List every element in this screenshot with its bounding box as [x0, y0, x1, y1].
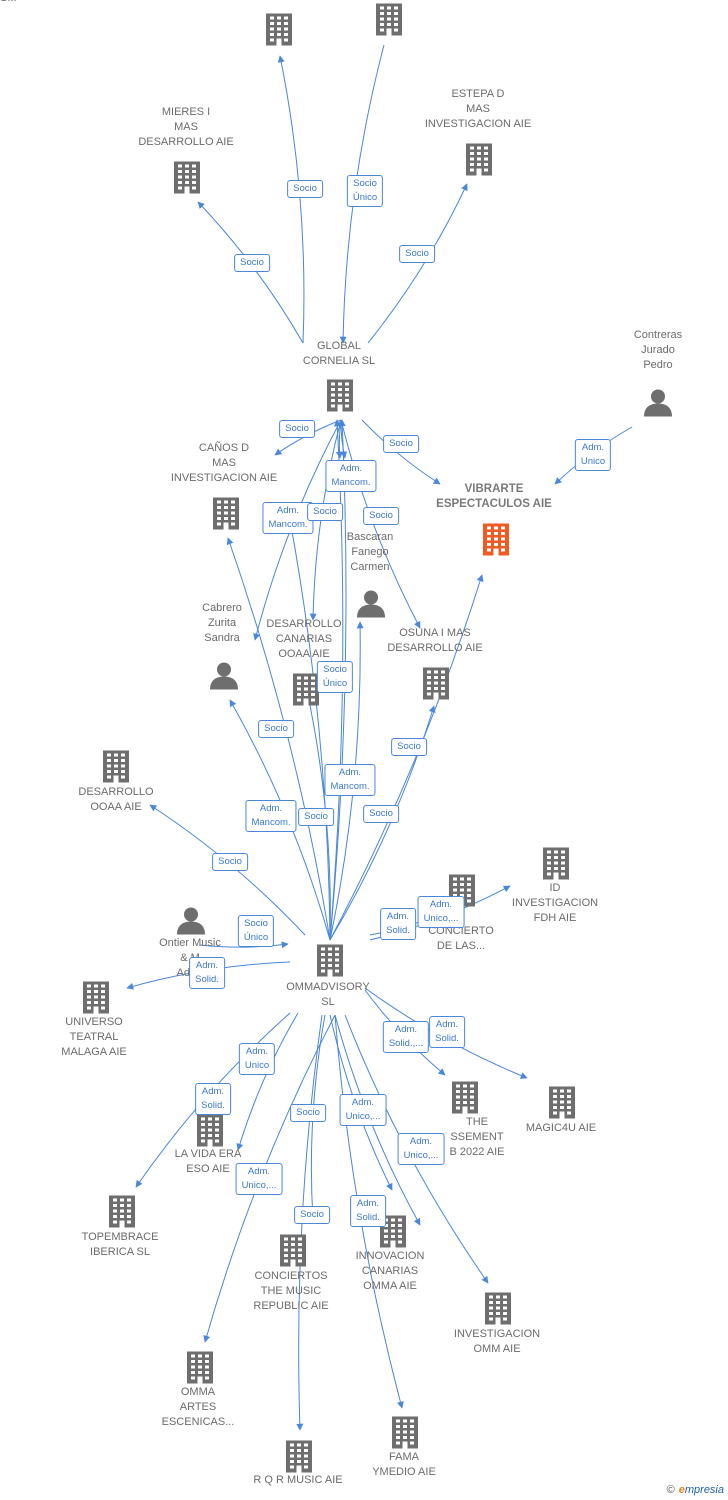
building-icon[interactable]	[316, 944, 344, 983]
relation-label[interactable]: Adm. Solid.	[195, 1083, 231, 1115]
building-icon[interactable]	[484, 1292, 512, 1331]
building-icon[interactable]	[102, 750, 130, 789]
building-icon[interactable]	[326, 379, 354, 418]
relation-label[interactable]: Socio	[307, 503, 343, 521]
relation-label[interactable]: Socio	[298, 808, 334, 826]
relation-edge	[361, 419, 441, 485]
node-label[interactable]: VIBRARTE ESPECTACULOS AIE	[436, 483, 552, 510]
relation-edge	[287, 519, 331, 941]
building-icon[interactable]	[279, 1234, 307, 1273]
building-icon[interactable]	[465, 143, 493, 182]
relation-label[interactable]: Socio	[383, 435, 419, 453]
relation-label[interactable]: Socio Único	[316, 661, 354, 693]
relation-label[interactable]: Socio Único	[346, 175, 384, 207]
node-label[interactable]: UNIVERSO TEATRAL MALAGA AIE	[61, 1016, 127, 1058]
relation-label[interactable]: Adm. Solid.,...	[382, 1021, 430, 1053]
relation-label[interactable]: Adm. Mancom.	[262, 502, 314, 534]
node-label[interactable]: ESTEPA D MAS INVESTIGACION AIE	[424, 88, 532, 130]
relation-label[interactable]: Socio	[294, 1206, 330, 1224]
relation-label[interactable]: Adm. Unico	[238, 1043, 276, 1075]
relation-label[interactable]: Socio	[363, 805, 399, 823]
relation-label[interactable]: Adm. Solid.	[189, 957, 225, 989]
brand-logo-text: mpresia	[684, 1484, 724, 1496]
node-label[interactable]: Bascaran Fanego Carmen	[346, 531, 394, 573]
node-label[interactable]: INVESTIGACION OMM AIE	[453, 1328, 541, 1355]
relation-label[interactable]: Socio	[363, 507, 399, 525]
building-icon[interactable]	[422, 667, 450, 706]
node-label[interactable]: INNOVACION CANARIAS OMMA AIE	[355, 1250, 425, 1292]
relation-label[interactable]: Adm. Unico,...	[339, 1094, 387, 1126]
relation-label[interactable]: Socio	[234, 254, 270, 272]
relation-edge	[199, 941, 289, 949]
building-icon[interactable]	[292, 673, 320, 712]
node-label[interactable]: FAMA YMEDIO AIE	[372, 1451, 436, 1478]
node-label[interactable]: CAÑOS D MAS INVESTIGACION AIE	[170, 442, 278, 484]
relation-edge	[329, 574, 484, 941]
relation-edge	[236, 1012, 299, 1151]
relation-edge	[197, 201, 304, 344]
building-icon[interactable]	[196, 1114, 224, 1153]
copyright-icon: ©	[666, 1484, 675, 1496]
node-label[interactable]: OMMA ARTES ESCENICAS...	[161, 1386, 235, 1428]
building-icon[interactable]	[548, 1086, 576, 1125]
building-icon[interactable]	[391, 1416, 419, 1455]
relation-label[interactable]: Socio	[279, 420, 315, 438]
node-label[interactable]: DESARROLLO CANARIAS OOAA AIE	[266, 618, 342, 660]
building-icon[interactable]	[451, 1081, 479, 1120]
building-icon[interactable]	[82, 981, 110, 1020]
node-label[interactable]: CONCIERTO DE LAS...	[428, 925, 494, 952]
node-label[interactable]: GLOBAL CORNELIA SL	[302, 340, 376, 367]
relation-label[interactable]: Adm. Unico	[574, 439, 612, 471]
node-label[interactable]: R Q R MUSIC AIE	[253, 1474, 343, 1486]
person-icon[interactable]	[209, 662, 239, 695]
building-icon[interactable]	[108, 1195, 136, 1234]
node-label[interactable]: THE SSEMENT B 2022 AIE	[449, 1116, 505, 1158]
node-label[interactable]: CONCIERTOS THE MUSIC REPUBLIC AIE	[253, 1270, 329, 1312]
node-label[interactable]: OSUNA I MAS DESARROLLO AIE	[387, 627, 483, 654]
relation-label[interactable]: Adm. Solid.	[380, 908, 416, 940]
relation-edge	[226, 537, 331, 941]
building-icon[interactable]	[285, 1440, 313, 1479]
node-label[interactable]: MAGIC4U AIE	[525, 1122, 597, 1134]
node-label[interactable]: Contreras Jurado Pedro	[633, 329, 683, 371]
node-label[interactable]: DESARROLLO OOAA AIE	[78, 786, 154, 813]
building-icon[interactable]	[375, 3, 403, 42]
relation-label[interactable]: Socio Único	[237, 915, 275, 947]
relation-label[interactable]: Socio	[290, 1104, 326, 1122]
person-icon[interactable]	[643, 389, 673, 422]
building-icon[interactable]	[265, 13, 293, 52]
relation-label[interactable]: Socio	[391, 738, 427, 756]
node-label[interactable]: LA VIDA ERA ESO AIE	[174, 1148, 242, 1175]
node-label[interactable]: MIERES I MAS DESARROLLO AIE	[138, 106, 234, 148]
building-icon[interactable]	[542, 847, 570, 886]
building-icon[interactable]	[186, 1351, 214, 1390]
relation-label[interactable]: Adm. Solid.	[429, 1016, 465, 1048]
relation-label[interactable]: Socio	[399, 245, 435, 263]
relation-label[interactable]: Adm. Mancom.	[245, 800, 297, 832]
relation-label[interactable]: Socio	[287, 180, 323, 198]
relation-edge	[340, 419, 421, 629]
relation-label[interactable]: Adm. Mancom.	[325, 460, 377, 492]
relation-edge	[367, 183, 468, 344]
person-icon[interactable]	[176, 907, 206, 940]
relation-label[interactable]: Socio	[258, 720, 294, 738]
relation-label[interactable]: Adm. Unico,...	[417, 896, 465, 928]
node-label[interactable]: MAS...	[0, 0, 17, 6]
building-icon[interactable]	[173, 161, 201, 200]
brand-footer: ©empresia	[667, 1484, 724, 1496]
node-label[interactable]: Cabrero Zurita Sandra	[202, 602, 242, 644]
building-icon[interactable]	[212, 497, 240, 536]
brand-logo-e: e	[678, 1484, 685, 1496]
person-icon[interactable]	[356, 590, 386, 623]
relation-edge	[277, 55, 305, 344]
relation-label[interactable]: Adm. Mancom.	[324, 764, 376, 796]
relation-label[interactable]: Socio	[212, 853, 248, 871]
node-label[interactable]: OMMADVISORY SL	[286, 981, 370, 1008]
node-label[interactable]: TOPEMBRACE IBERICA SL	[81, 1231, 159, 1258]
relation-label[interactable]: Adm. Unico,...	[397, 1133, 445, 1165]
building-icon[interactable]	[482, 523, 510, 562]
relation-label[interactable]: Adm. Unico,...	[235, 1163, 283, 1195]
node-label[interactable]: ID INVESTIGACION FDH AIE	[511, 882, 599, 924]
relation-label[interactable]: Adm. Solid.	[350, 1195, 386, 1227]
